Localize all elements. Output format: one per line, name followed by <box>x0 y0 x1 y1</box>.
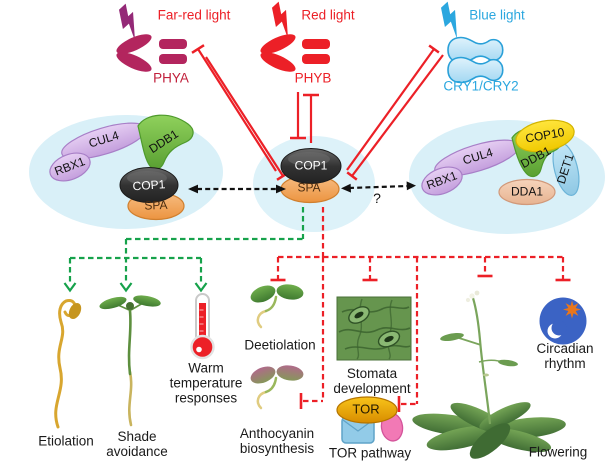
deetiolated-seedling-icon <box>250 284 304 329</box>
right-rbx1-shape <box>421 166 463 196</box>
promotion-arrows <box>68 207 305 283</box>
left-rbx1-shape <box>49 152 91 182</box>
flowering-plant-icon <box>412 290 566 459</box>
anthocyanin-seedling-icon <box>250 365 304 410</box>
day-night-icon <box>539 297 587 345</box>
etiolated-seedling-icon <box>54 299 82 429</box>
phya-icon <box>116 34 187 72</box>
repression-lines <box>276 207 565 406</box>
phyb-cop1-mutual-inhibition <box>290 92 319 143</box>
center-cop1-shape <box>280 148 342 184</box>
left-center-interaction-arrow <box>188 184 286 194</box>
center-right-interaction-arrow <box>341 181 416 193</box>
left-ddb1-shape <box>137 114 194 170</box>
repression-bars <box>270 274 571 412</box>
thermometer-icon <box>190 293 215 360</box>
tor-complex-icon <box>336 396 404 444</box>
phyb-icon <box>260 34 330 72</box>
right-dda1-shape <box>498 178 556 206</box>
stomata-micrograph <box>336 296 412 361</box>
left-cop1-shape <box>119 167 179 203</box>
sun-icon <box>563 300 581 319</box>
cry1-cry2-icon <box>447 36 504 84</box>
shade-seedling-icon <box>99 295 161 427</box>
promotion-arrowheads <box>63 282 208 293</box>
right-cop10-shape <box>515 119 575 153</box>
red-bolt-icon <box>271 1 289 39</box>
cry-cop1-mutual-inhibition <box>346 44 444 181</box>
far-red-bolt-icon <box>118 3 136 41</box>
blue-bolt-icon <box>440 1 458 39</box>
